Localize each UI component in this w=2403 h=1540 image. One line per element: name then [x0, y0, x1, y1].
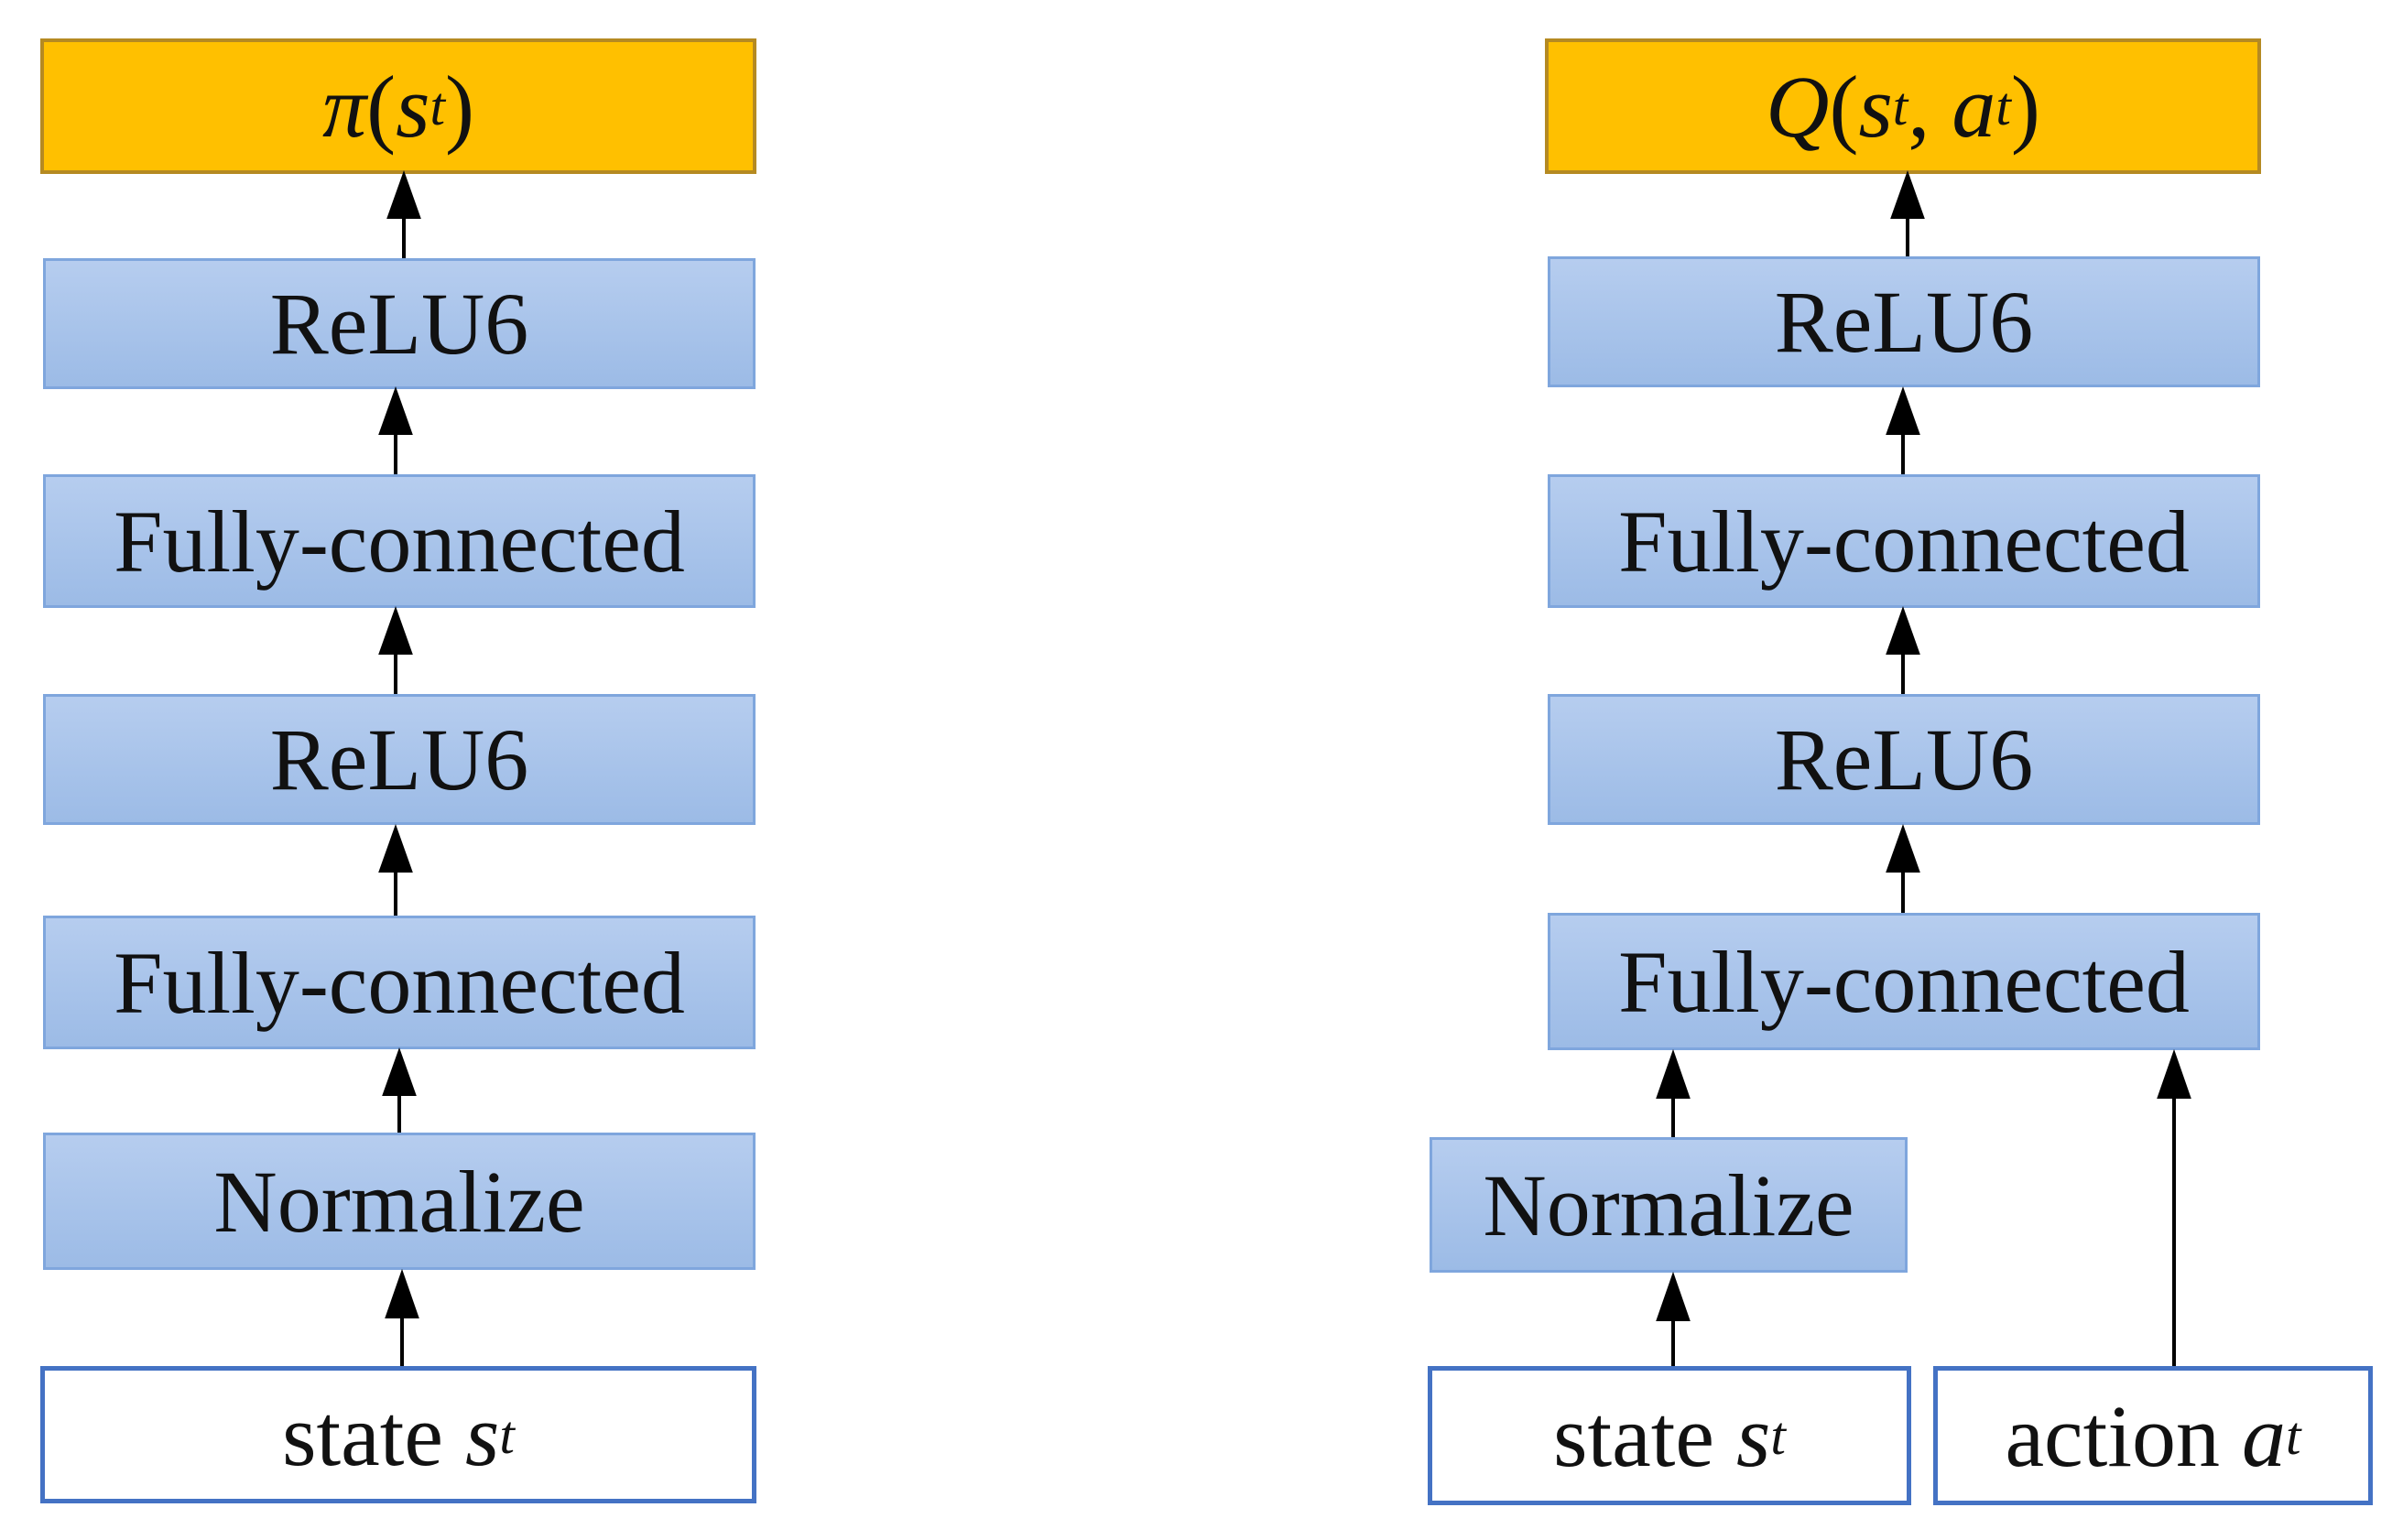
action-var: a [2242, 1386, 2286, 1485]
q-open-paren: ( [1829, 57, 1859, 156]
state-var: s [1736, 1386, 1771, 1485]
q-var-action: a [1952, 57, 1996, 156]
right-layer-normalize: Normalize [1430, 1137, 1908, 1273]
arrow-up [378, 386, 413, 474]
arrow-up [1886, 386, 1920, 474]
arrow-up [1656, 1048, 1691, 1137]
left-layer-label: ReLU6 [269, 710, 529, 808]
arrow-up [1886, 824, 1920, 913]
left-layer-label: ReLU6 [269, 275, 529, 373]
state-var: s [465, 1385, 500, 1484]
right-layer-fc-top: Fully-connected [1548, 474, 2260, 608]
arrow-up [378, 606, 413, 694]
right-layer-relu6-bottom: ReLU6 [1548, 694, 2260, 825]
arrow-up [385, 1268, 419, 1366]
right-layer-fc-bottom: Fully-connected [1548, 913, 2260, 1050]
left-layer-fc-top: Fully-connected [43, 474, 756, 608]
arrow-up [2157, 1048, 2191, 1366]
right-layer-label: ReLU6 [1774, 710, 2034, 808]
arrow-up [1886, 606, 1920, 694]
right-layer-label: ReLU6 [1774, 273, 2034, 371]
action-label: action [2005, 1386, 2242, 1485]
q-fn: Q [1766, 57, 1830, 156]
left-layer-label: Fully-connected [114, 492, 685, 591]
right-layer-relu6-top: ReLU6 [1548, 256, 2260, 387]
right-layer-label: Fully-connected [1618, 492, 2190, 591]
arrow-up [1656, 1271, 1691, 1366]
policy-close-paren: ) [445, 57, 474, 156]
q-var-state: s [1858, 57, 1893, 156]
right-layer-label: Normalize [1483, 1155, 1854, 1254]
policy-var: s [396, 57, 430, 156]
left-layer-label: Fully-connected [114, 933, 685, 1032]
q-separator: , [1908, 57, 1952, 156]
left-layer-normalize: Normalize [43, 1133, 756, 1270]
state-label: state [1553, 1386, 1736, 1485]
arrow-up [1890, 170, 1925, 256]
arrow-up [382, 1047, 417, 1133]
left-layer-label: Normalize [213, 1152, 585, 1251]
state-label: state [282, 1385, 465, 1484]
policy-fn: π [322, 57, 367, 156]
q-close-paren: ) [2010, 57, 2040, 156]
policy-open-paren: ( [366, 57, 397, 156]
left-layer-relu6-top: ReLU6 [43, 258, 756, 389]
arrow-up [386, 170, 421, 258]
left-layer-fc-bottom: Fully-connected [43, 916, 756, 1049]
right-layer-label: Fully-connected [1618, 932, 2190, 1031]
arrow-up [378, 824, 413, 916]
left-layer-relu6-bottom: ReLU6 [43, 694, 756, 825]
